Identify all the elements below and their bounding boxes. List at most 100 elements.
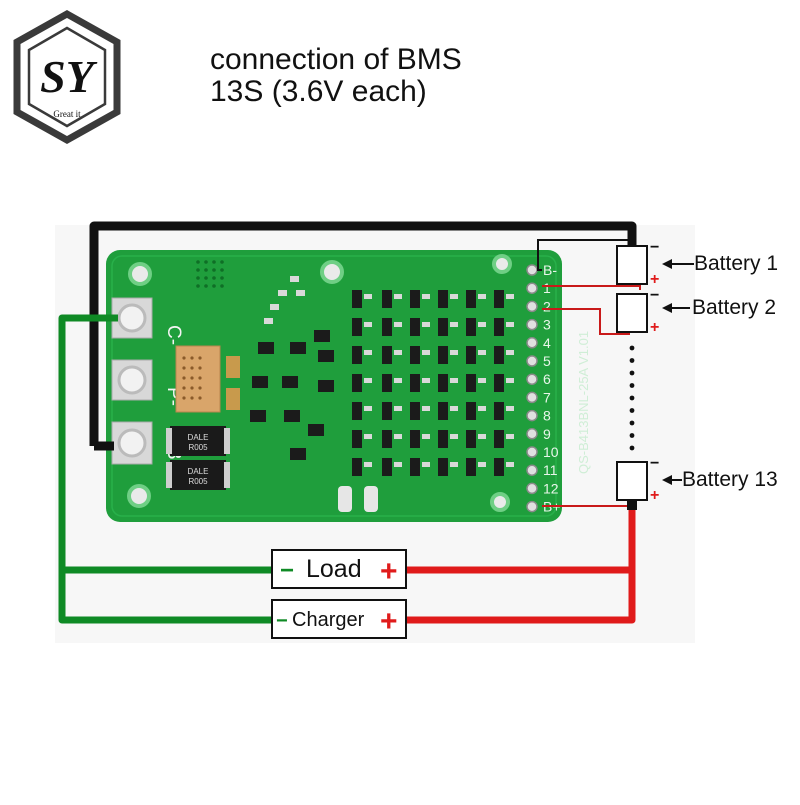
- via: [220, 268, 224, 272]
- plus-sign: +: [650, 271, 659, 288]
- ic-chip: [352, 458, 362, 476]
- smd-part: [450, 434, 458, 439]
- header-pin-label: 5: [543, 353, 551, 369]
- ic-chip: [410, 318, 420, 336]
- title-line-1: connection of BMS: [210, 43, 462, 76]
- transistor: [250, 410, 266, 422]
- header-pin: [526, 409, 538, 422]
- ic-chip: [352, 374, 362, 392]
- ic-chip: [466, 290, 476, 308]
- smd-part: [422, 294, 430, 299]
- ic-chip: [494, 290, 504, 308]
- ic-chip: [410, 430, 420, 448]
- charger-plus: +: [380, 605, 398, 638]
- smd-part: [506, 294, 514, 299]
- smd-part: [450, 406, 458, 411]
- via: [182, 366, 186, 370]
- battery-2-label: Battery 2: [692, 296, 777, 319]
- ic-chip: [410, 374, 420, 392]
- via: [204, 260, 208, 264]
- arrow-battery-13: [662, 475, 682, 485]
- smd-part: [364, 294, 372, 299]
- smd-part: [506, 378, 514, 383]
- smd-part: [364, 322, 372, 327]
- component: [338, 486, 352, 512]
- ic-chip: [494, 346, 504, 364]
- logo-monogram: SY: [40, 51, 98, 102]
- ic-chip: [438, 346, 448, 364]
- header-pin-label: 9: [543, 426, 551, 442]
- ic-chip: [382, 458, 392, 476]
- transistor: [284, 410, 300, 422]
- pad-p-minus: [111, 359, 153, 401]
- load-plus: +: [380, 555, 398, 588]
- ic-chip: [382, 430, 392, 448]
- ic-chip: [494, 402, 504, 420]
- smd-part: [422, 434, 430, 439]
- header-pin-label: 12: [543, 480, 559, 496]
- smd-part: [478, 462, 486, 467]
- smd-part: [478, 406, 486, 411]
- battery-cell-2: [616, 293, 648, 333]
- header-pin: [526, 428, 538, 440]
- via: [190, 366, 194, 370]
- ic-chip: [466, 318, 476, 336]
- smd-part: [290, 276, 299, 282]
- series-ellipsis: [629, 345, 635, 451]
- ic-chip: [466, 430, 476, 448]
- smd-part: [506, 322, 514, 327]
- battery-cell-1: [616, 245, 648, 285]
- smd-part: [450, 350, 458, 355]
- via: [196, 260, 200, 264]
- header-pin-label: 1: [543, 280, 551, 296]
- ic-chip: [382, 346, 392, 364]
- mounting-hole: [127, 484, 151, 508]
- header-pin: [526, 482, 538, 495]
- ic-chip: [466, 374, 476, 392]
- smd-part: [364, 350, 372, 355]
- smd-part: [422, 350, 430, 355]
- ic-chip: [494, 430, 504, 448]
- header-pin-label: B-: [543, 262, 557, 278]
- ic-chip: [494, 374, 504, 392]
- load-box: − Load +: [271, 549, 407, 589]
- header-pin: [526, 337, 538, 349]
- minus-sign: −: [650, 287, 659, 304]
- negative-wire: [58, 314, 272, 624]
- via: [204, 268, 208, 272]
- smd-part: [478, 378, 486, 383]
- black-wire-bminus: [89, 221, 637, 446]
- ic-chip: [438, 402, 448, 420]
- smd-part: [364, 462, 372, 467]
- component-area: [182, 260, 514, 476]
- capacitor: [226, 356, 240, 378]
- transistor: [282, 376, 298, 388]
- smd-part: [450, 462, 458, 467]
- header-pin-label: 6: [543, 371, 551, 387]
- plus-sign: +: [650, 319, 659, 336]
- ellipsis-dot: [629, 358, 635, 363]
- ellipsis-dot: [629, 408, 635, 413]
- ic-chip: [352, 346, 362, 364]
- header-pin: [526, 282, 538, 294]
- smd-part: [422, 406, 430, 411]
- pad-c-minus: [111, 297, 153, 339]
- header-pin: [526, 500, 538, 513]
- ellipsis-dot: [629, 383, 635, 388]
- header-pin: [526, 464, 538, 476]
- brand-logo: SY Great it: [13, 9, 121, 145]
- smd-part: [394, 462, 402, 467]
- ic-chip: [410, 402, 420, 420]
- transistor: [290, 342, 306, 354]
- smd-part: [450, 294, 458, 299]
- ic-chip: [438, 458, 448, 476]
- via: [198, 386, 202, 390]
- smd-part: [450, 378, 458, 383]
- smd-part: [264, 318, 273, 324]
- capacitor: [226, 388, 240, 410]
- smd-part: [296, 290, 305, 296]
- ic-chip: [438, 318, 448, 336]
- via: [190, 386, 194, 390]
- ellipsis-dot: [629, 445, 635, 451]
